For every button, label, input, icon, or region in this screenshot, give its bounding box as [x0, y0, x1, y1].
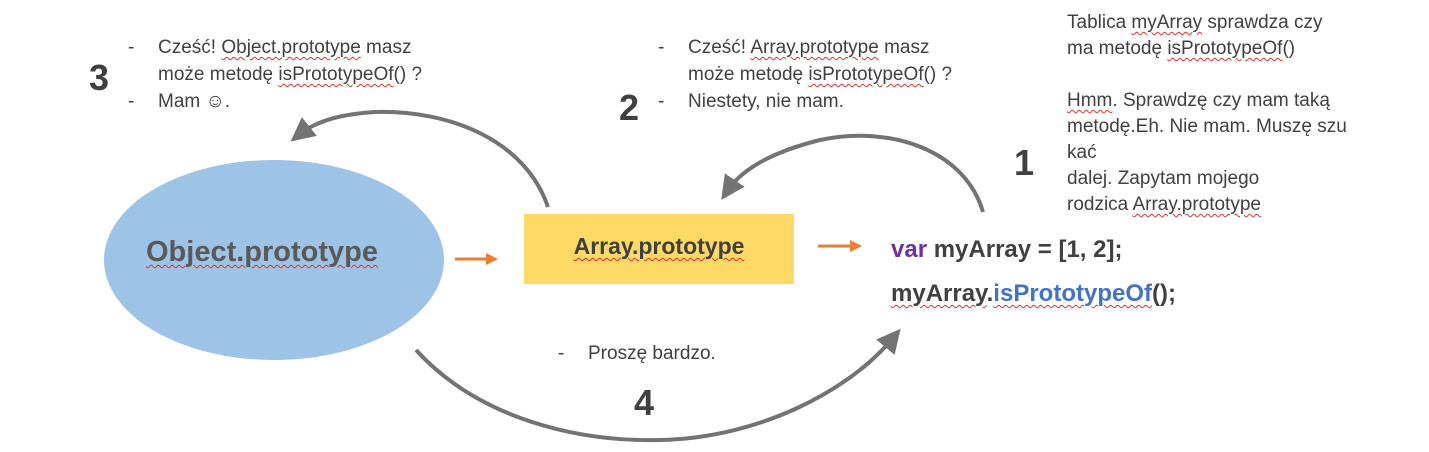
note-1-spacer — [1067, 62, 1347, 88]
object-prototype-label: Object.prototype — [104, 236, 412, 269]
dialog-step-4: -Proszę bardzo. — [558, 340, 716, 367]
arrow-step-4 — [414, 328, 901, 443]
code-object: myArray — [891, 280, 987, 307]
code-dot: . — [986, 280, 994, 307]
note-1-line-6: dalej. Zapytam mojego — [1067, 168, 1260, 189]
array-prototype-node — [524, 214, 794, 284]
object-prototype-node — [104, 160, 444, 360]
code-line-1: var myArray = [1, 2]; — [891, 236, 1122, 264]
array-prototype-label: Array.prototype — [524, 233, 794, 260]
dialog-4-answer: -Proszę bardzo. — [558, 343, 716, 364]
step-number-3: 3 — [89, 57, 110, 98]
code-keyword: var — [891, 236, 928, 263]
object-prototype-text: Object.prototype — [145, 236, 378, 268]
note-1-line-5: kać — [1067, 142, 1097, 163]
arrow-step-2 — [290, 109, 550, 208]
dialog-2-answer: -Niestety, nie mam. — [658, 91, 844, 112]
code-line-2: myArray.isPrototypeOf(); — [891, 280, 1176, 308]
note-1-line-2: ma metodę isPrototypeOf() — [1067, 38, 1296, 59]
note-1-line-1: Tablica myArray sprawdza czy — [1067, 12, 1323, 33]
note-1-line-7: rodzica Array.prototype — [1067, 194, 1261, 215]
arrow-step-1 — [721, 133, 985, 213]
note-1-line-4: metodę.Eh. Nie mam. Muszę szu — [1067, 116, 1347, 137]
step-number-2: 2 — [619, 87, 640, 128]
dialog-step-3: -Cześć! Object.prototype masz może metod… — [128, 34, 422, 115]
step-number-4: 4 — [634, 382, 655, 423]
dialog-3-question: -Cześć! Object.prototype masz — [128, 37, 412, 58]
dialog-2-question-cont: może metodę isPrototypeOf() ? — [688, 64, 953, 85]
dialog-step-2: -Cześć! Array.prototype masz może metodę… — [658, 34, 952, 115]
note-step-1: Tablica myArray sprawdza czy ma metodę i… — [1067, 10, 1347, 218]
step-number-1: 1 — [1014, 142, 1035, 183]
dialog-2-question: -Cześć! Array.prototype masz — [658, 37, 930, 58]
note-1-line-3: Hmm. Sprawdzę czy mam taką — [1067, 90, 1330, 111]
dialog-3-answer: -Mam ☺. — [128, 91, 231, 112]
code-method: isPrototypeOf — [993, 280, 1152, 307]
code-declaration: myArray = [1, 2]; — [927, 236, 1123, 263]
dialog-3-question-cont: może metodę isPrototypeOf() ? — [158, 64, 423, 85]
array-prototype-text: Array.prototype — [573, 233, 745, 259]
code-call: (); — [1151, 280, 1176, 307]
